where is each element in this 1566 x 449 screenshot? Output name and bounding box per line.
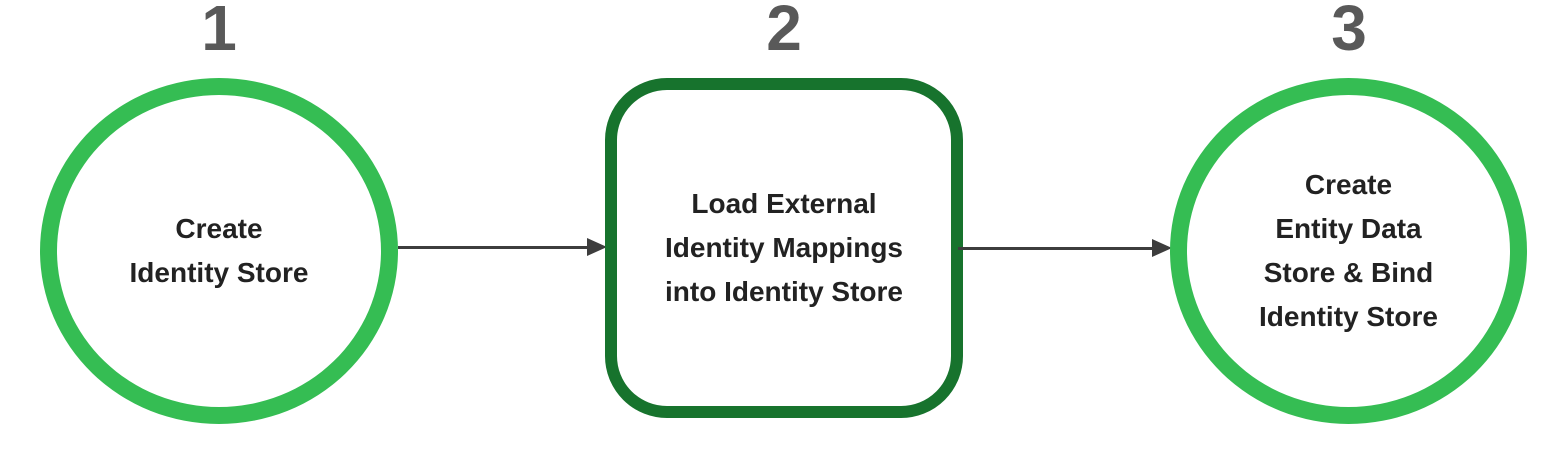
step-1-label-line: Identity Store xyxy=(129,257,309,288)
step-2-label: Load External Identity Mappings into Ide… xyxy=(665,182,903,314)
step-3-circle: Create Entity Data Store & Bind Identity… xyxy=(1170,78,1527,424)
step-3-label-line: Store & Bind xyxy=(1263,257,1434,288)
step-3-label: Create Entity Data Store & Bind Identity… xyxy=(1259,163,1438,339)
step-1-label-line: Create xyxy=(175,213,263,244)
step-2-label-line: Identity Mappings xyxy=(665,232,903,263)
step-3-label-line: Entity Data xyxy=(1275,213,1422,244)
step-1-number: 1 xyxy=(201,0,237,64)
step-2-number: 2 xyxy=(766,0,802,64)
step-2-rounded-square: Load External Identity Mappings into Ide… xyxy=(605,78,963,418)
arrow-line xyxy=(398,245,587,249)
arrow-right-icon xyxy=(1152,239,1172,257)
step-3-label-line: Identity Store xyxy=(1259,301,1438,332)
step-3-label-line: Create xyxy=(1304,169,1393,200)
step-2-label-line: into Identity Store xyxy=(665,276,903,307)
arrow-line xyxy=(958,246,1152,250)
step-1-label: Create Identity Store xyxy=(130,207,309,295)
connector-step2-to-step3 xyxy=(958,237,1172,259)
step-3-number: 3 xyxy=(1331,0,1367,64)
step-1-circle: Create Identity Store xyxy=(40,78,398,424)
arrow-right-icon xyxy=(587,238,607,256)
connector-step1-to-step2 xyxy=(398,236,607,258)
step-2-label-line: Load External xyxy=(691,188,877,219)
